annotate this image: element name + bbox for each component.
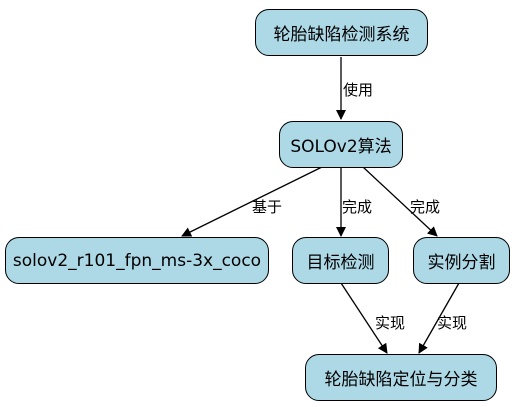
edge-label-complete-segmentation: 完成 [410, 198, 441, 216]
node-result: 轮胎缺陷定位与分类 [305, 354, 497, 401]
edge-detection-result [340, 282, 388, 354]
node-system: 轮胎缺陷检测系统 [255, 9, 428, 56]
edge-segmentation-result [418, 282, 460, 354]
edge-label-based-on: 基于 [252, 198, 283, 216]
edge-label-implement-left: 实现 [375, 314, 406, 332]
edge-label-complete-detection: 完成 [342, 198, 373, 216]
node-algorithm: SOLOv2算法 [279, 121, 403, 168]
edge-algorithm-segmentation [362, 166, 438, 237]
edge-algorithm-model [181, 166, 323, 237]
node-detection: 目标检测 [292, 237, 389, 284]
edge-label-use: 使用 [343, 81, 374, 99]
node-segmentation: 实例分割 [413, 237, 510, 284]
node-model: solov2_r101_fpn_ms-3x_coco [5, 237, 269, 284]
edge-label-implement-right: 实现 [437, 314, 468, 332]
